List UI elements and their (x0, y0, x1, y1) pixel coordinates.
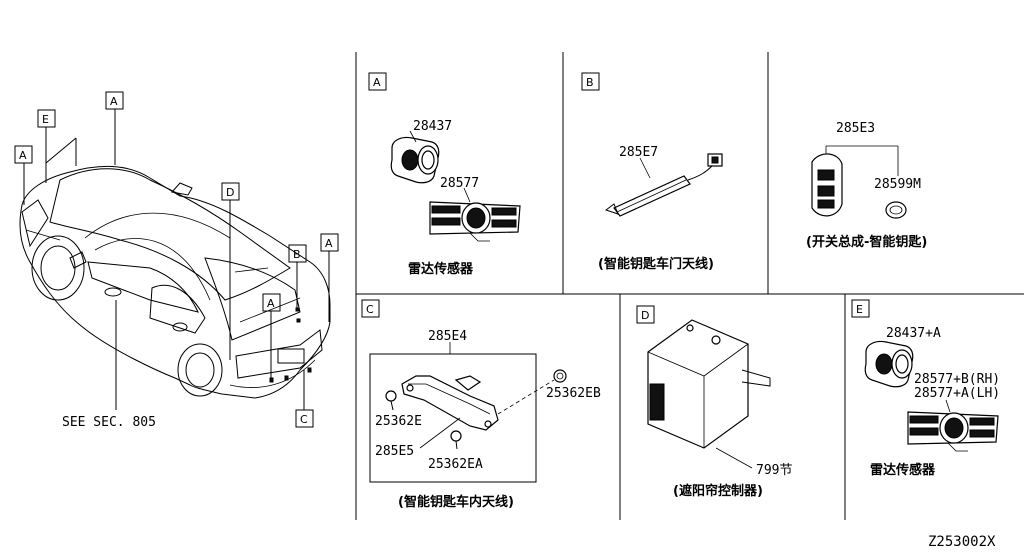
panel-key-caption: (开关总成-智能钥匙) (806, 234, 927, 250)
panel-c-part-25362e: 25362E (375, 414, 422, 429)
callout-a1: A (19, 149, 27, 162)
panel-c-part-285e5: 285E5 (375, 444, 414, 459)
callout-e: E (42, 113, 49, 126)
panel-b: B 285E7 (智能钥匙车门天线) (581, 72, 723, 272)
panel-d-tag: D (641, 309, 649, 322)
panel-c-caption: (智能钥匙车内天线) (398, 494, 514, 510)
smart-key-icon (811, 153, 843, 217)
callout-a2: A (110, 95, 118, 108)
panel-b-part-285e7: 285E7 (619, 145, 658, 160)
car-illustration (19, 165, 331, 399)
screw-icon-1 (385, 390, 397, 411)
panel-c-part-285e4: 285E4 (428, 329, 467, 344)
radar-sensor-e-icon (864, 340, 914, 388)
panel-e-tag: E (856, 303, 863, 316)
antenna-group-frame (369, 353, 537, 483)
clip-icon (553, 369, 567, 383)
see-section-label: SEE SEC. 805 (62, 415, 156, 430)
callout-d: D (226, 186, 234, 199)
sensor-bracket-e-icon (907, 411, 999, 452)
panel-a-caption: 雷达传感器 (408, 261, 474, 277)
panel-c-part-25362eb: 25362EB (546, 386, 601, 401)
panel-d: D 799节 (遮阳帘控制器) (636, 305, 792, 499)
sunshade-controller-icon (647, 319, 771, 449)
panel-a-tag: A (373, 76, 381, 89)
radar-sensor-icon (390, 136, 440, 184)
panel-dividers (355, 52, 1024, 520)
panel-a: A 28437 28577 雷达传感器 (368, 72, 521, 277)
callout-a4: A (267, 297, 275, 310)
interior-antenna-icon (401, 375, 499, 431)
panel-e: E 28437+A 28577+B(RH) 28577+A(LH) 雷达传感器 (851, 299, 1000, 478)
callout-a3: A (325, 237, 333, 250)
panel-e-part-28577a: 28577+A(LH) (914, 386, 1000, 401)
panel-b-caption: (智能钥匙车门天线) (598, 256, 714, 272)
panel-c-tag: C (366, 303, 374, 316)
diagram-id: Z253002X (928, 534, 996, 550)
panel-key: 285E3 28599M (开关总成-智能钥匙) (806, 121, 927, 250)
car-callouts: A E A D B A A C SEE SEC. 805 (14, 91, 339, 430)
panel-e-part-28437a: 28437+A (886, 326, 941, 341)
key-battery-icon (885, 201, 907, 219)
door-antenna-icon (604, 153, 723, 217)
panel-key-part-285e3: 285E3 (836, 121, 875, 136)
sensor-bracket-icon (429, 201, 521, 242)
screw-icon-2 (450, 430, 462, 450)
panel-e-part-28577b: 28577+B(RH) (914, 372, 1000, 387)
panel-a-part-28577: 28577 (440, 176, 479, 191)
panel-d-part-799: 799节 (756, 463, 792, 478)
panel-d-caption: (遮阳帘控制器) (673, 483, 763, 499)
callout-c: C (300, 413, 308, 426)
panel-e-caption: 雷达传感器 (870, 462, 936, 478)
panel-c-part-25362ea: 25362EA (428, 457, 483, 472)
panel-a-part-28437: 28437 (413, 119, 452, 134)
callout-b: B (293, 248, 301, 261)
panel-key-part-28599m: 28599M (874, 177, 921, 192)
panel-b-tag: B (586, 76, 594, 89)
panel-c: C 285E4 25362E 285E5 25362EA 25362EB (智 (361, 299, 601, 510)
